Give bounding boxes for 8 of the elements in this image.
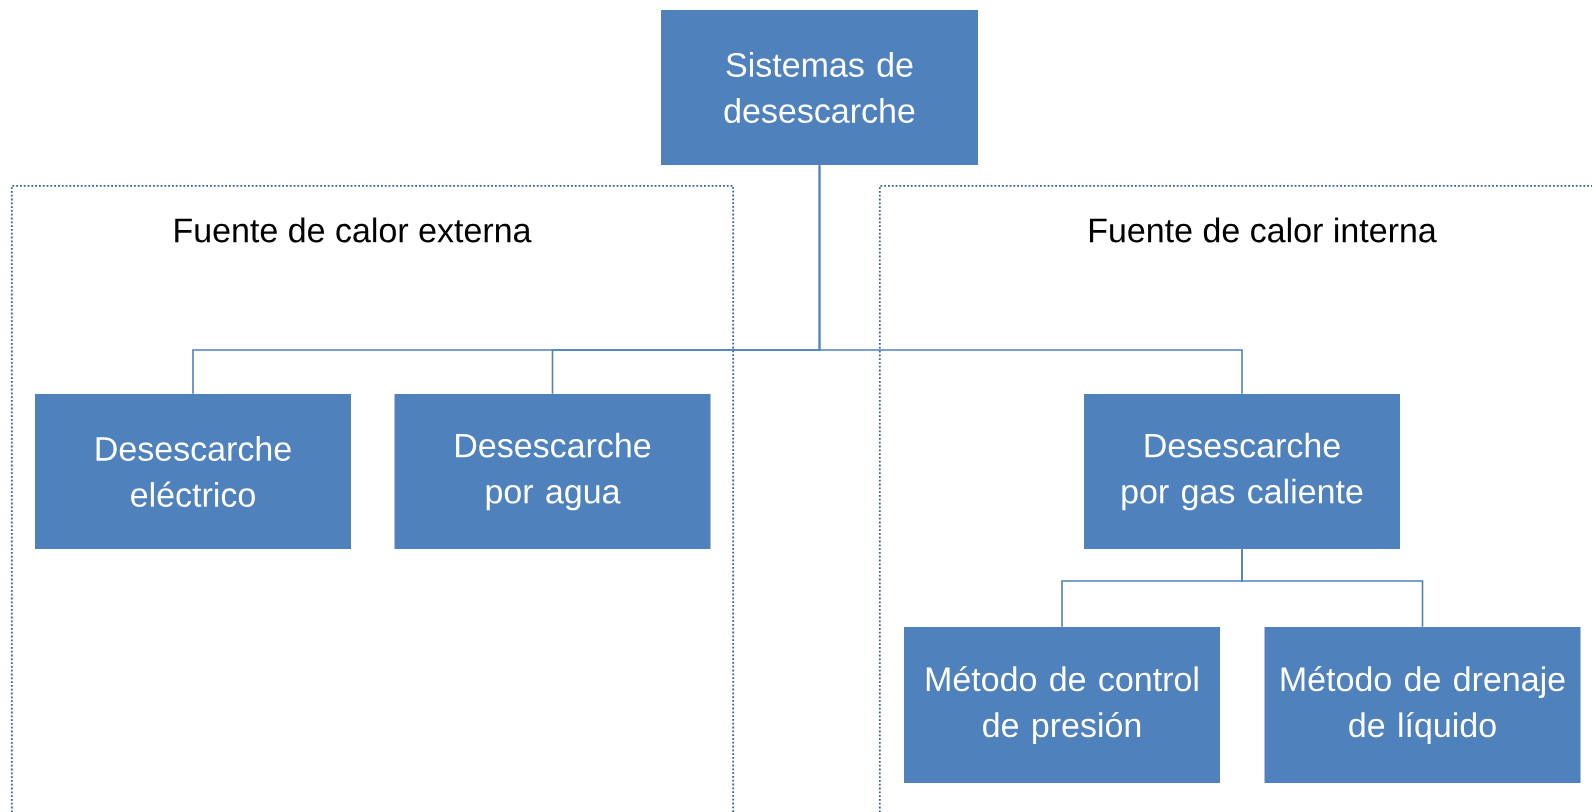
- process-box: Método de control de presión: [904, 627, 1220, 783]
- connector-line: [818, 164, 1243, 395]
- connector-line: [1241, 548, 1424, 628]
- process-box: Desescarche eléctrico: [35, 394, 351, 549]
- process-box: Desescarche por agua: [394, 394, 711, 549]
- process-box: Sistemas de desescarche: [661, 10, 978, 165]
- process-box: Desescarche por gas caliente: [1084, 394, 1400, 549]
- process-box: Método de drenaje de líquido: [1264, 627, 1581, 783]
